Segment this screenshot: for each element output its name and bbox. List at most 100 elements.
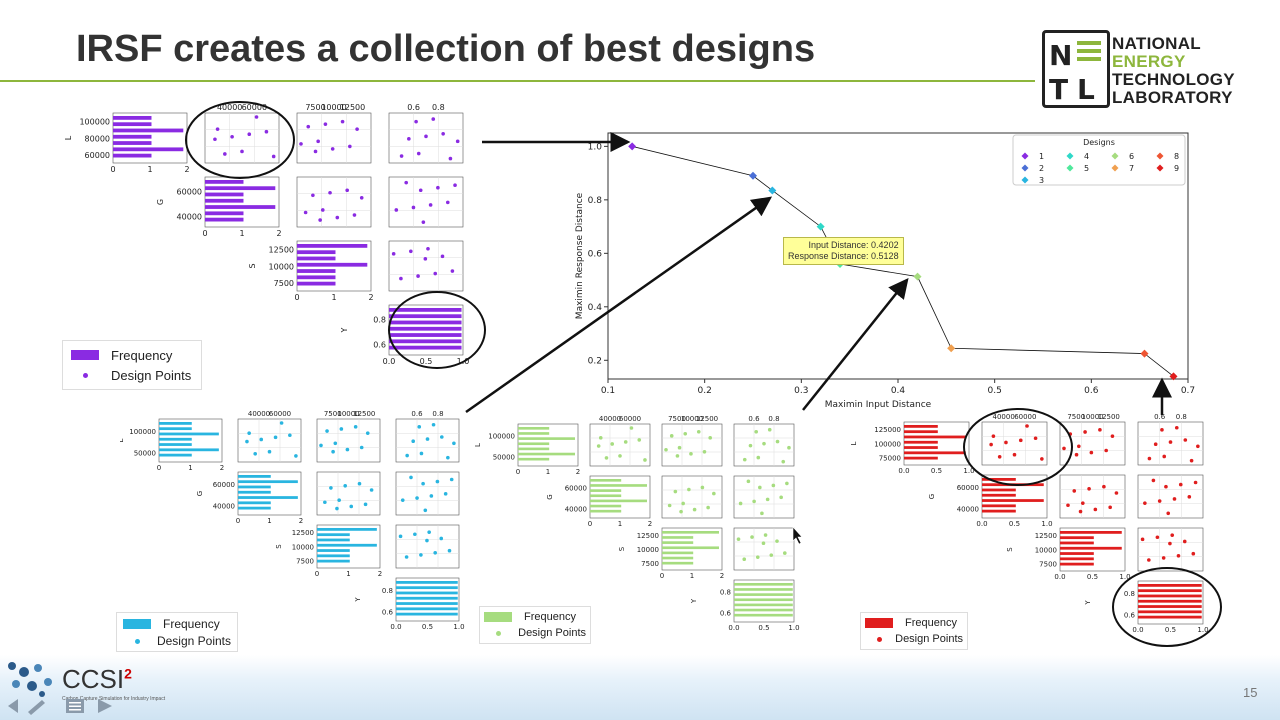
design-point	[1170, 533, 1175, 537]
design-point	[1182, 539, 1187, 544]
frequency-bar	[238, 496, 298, 499]
frequency-bar	[297, 281, 336, 286]
design-point	[702, 450, 707, 454]
design-point	[409, 475, 413, 480]
top-tick-label: 12500	[340, 103, 365, 112]
design-point	[230, 134, 234, 139]
design-point	[618, 454, 622, 458]
design-point	[664, 447, 668, 452]
variable-label: L	[120, 438, 125, 442]
design-point	[1183, 438, 1188, 442]
scatter-cell	[1059, 474, 1126, 519]
legend-label: Design Points	[111, 367, 192, 383]
footer-band	[0, 655, 1280, 720]
y-tick-label: 0.6	[1124, 612, 1136, 620]
legend-red: Frequency Design Points	[860, 612, 968, 650]
frequency-bar	[662, 546, 719, 550]
design-point	[1025, 424, 1029, 428]
frequency-bar	[1138, 589, 1202, 593]
x-tick-label: 0.5	[988, 386, 1002, 396]
ccsi-tagline: Carbon Capture Simulation for Industry I…	[62, 696, 166, 702]
design-point	[1147, 558, 1151, 562]
legend-label: 4	[1084, 152, 1089, 161]
design-point	[1168, 440, 1173, 444]
scatter-cell	[733, 475, 795, 519]
top-tick-label: 7500	[1067, 413, 1085, 421]
x-tick-label: 1	[239, 229, 244, 238]
design-point	[453, 183, 457, 187]
title-divider	[0, 80, 1035, 82]
top-tick-label: 0.8	[1176, 413, 1187, 421]
design-point	[340, 119, 345, 124]
design-point	[369, 488, 374, 492]
design-point	[1087, 487, 1091, 491]
frequency-bar	[238, 506, 271, 510]
frequency-bar	[297, 250, 336, 255]
variable-label: S	[618, 546, 626, 551]
x-tick-label: 0.0	[976, 520, 987, 528]
frequency-bar	[1138, 584, 1202, 587]
frequency-bar	[982, 499, 1044, 502]
netl-logo-text: NATIONAL ENERGY TECHNOLOGY LABORATORY	[1112, 35, 1235, 107]
frequency-bar	[389, 314, 462, 319]
scatter-cell	[237, 418, 302, 463]
design-point	[253, 452, 257, 456]
x-tick-label: 0.0	[728, 624, 739, 632]
design-point	[1153, 442, 1158, 446]
design-point	[345, 188, 350, 193]
design-point-4	[816, 222, 825, 231]
frequency-bar	[389, 308, 462, 312]
frequency-bar	[590, 504, 622, 508]
frequency-bar	[662, 551, 694, 555]
frequency-bar	[205, 180, 244, 184]
design-point	[329, 486, 333, 490]
design-point	[1196, 444, 1200, 449]
design-point	[1155, 535, 1160, 540]
y-tick-label: 100000	[79, 118, 110, 127]
x-tick-label: 0	[516, 468, 520, 476]
design-point	[669, 434, 674, 438]
design-point	[411, 439, 416, 443]
frequency-bar	[1060, 536, 1094, 540]
y-tick-label: 60000	[565, 485, 587, 493]
top-tick-label: 10000	[1081, 413, 1103, 421]
legend-label: 6	[1129, 152, 1134, 161]
design-point	[311, 193, 315, 198]
top-tick-label: 0.8	[432, 103, 445, 112]
design-point	[1068, 432, 1073, 436]
legend-cyan: Frequency Design Points	[116, 612, 238, 652]
design-point	[700, 485, 705, 490]
scatter-cell	[316, 418, 381, 463]
frequency-bar	[982, 493, 1016, 497]
design-point	[692, 507, 697, 512]
variable-label: G	[196, 491, 204, 496]
legend-label: Design Points	[156, 633, 231, 648]
scatter-cell	[388, 240, 464, 292]
frequency-bar	[1060, 541, 1094, 545]
legend-label: 2	[1039, 164, 1044, 173]
design-point	[245, 439, 249, 444]
frequency-bar	[205, 217, 244, 222]
frequency-bar	[238, 501, 271, 505]
legend-label: Frequency	[111, 347, 173, 363]
design-point	[394, 208, 399, 212]
design-point	[760, 511, 764, 516]
y-tick-label: 50000	[493, 454, 515, 462]
y-tick-label: 12500	[1035, 532, 1057, 540]
y-tick-label: 40000	[177, 213, 202, 222]
y-tick-label: 10000	[269, 262, 294, 271]
top-tick-label: 12500	[1098, 413, 1120, 421]
frequency-bar	[1138, 615, 1202, 619]
x-tick-label: 1	[618, 520, 622, 528]
y-tick-label: 0.8	[1124, 590, 1135, 598]
design-point	[1012, 452, 1017, 457]
y-tick-label: 7500	[296, 558, 314, 566]
y-tick-label: 40000	[565, 506, 587, 514]
design-point	[348, 144, 352, 149]
frequency-bar	[662, 556, 694, 560]
frequency-bar	[982, 504, 1016, 508]
x-tick-label: 0	[294, 293, 299, 302]
logo-line-3: TECHNOLOGY	[1112, 70, 1235, 89]
frequency-bar	[396, 607, 458, 611]
design-point	[452, 441, 456, 446]
